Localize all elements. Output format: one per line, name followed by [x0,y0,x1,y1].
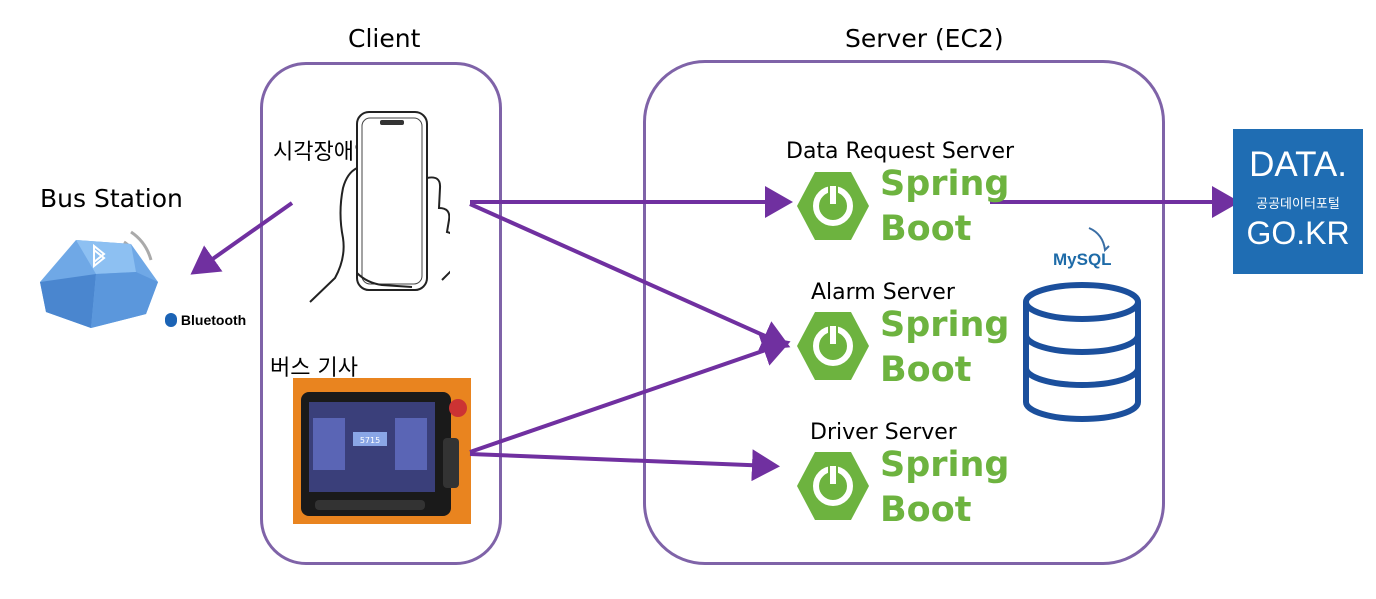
driver-server-label: Driver Server [810,420,957,445]
arrow-phone-to-alarm-server [469,202,791,351]
mysql-dolphin-icon [1088,227,1110,253]
client-group [260,62,502,565]
bus-station-title: Bus Station [40,184,183,213]
bluetooth-icon [165,313,177,327]
data-request-server-label: Data Request Server [786,139,1015,164]
bluetooth-brand: Bluetooth [165,312,246,328]
alarm-server-label: Alarm Server [811,280,955,305]
arrow-driver-to-alarm-server [469,335,791,454]
spring-boot-wordmark: Spring Boot [880,445,1010,530]
driver-label: 버스 기사 [270,356,358,381]
spring-boot-icon [797,452,869,520]
spring-boot-icon [797,312,869,380]
spring-boot-wordmark: Spring Boot [880,164,1010,249]
bluetooth-beacon-icon [40,230,158,328]
bus-terminal-device: 5715 [293,378,471,524]
arrow-phone-to-beacon [190,201,294,275]
database-icon [1023,282,1141,422]
server-group [643,60,1165,565]
spring-boot-icon [797,172,869,240]
mysql-logo: MySQL [1053,250,1112,269]
spring-boot-wordmark: Spring Boot [880,305,1010,390]
data-portal-logo: DATA. 공공데이터포털 GO.KR [1233,129,1363,274]
smartphone-hand-icon [309,111,450,303]
route-number: 5715 [360,436,380,445]
arrow-driver-to-driver-server [469,449,780,482]
server-title: Server (EC2) [845,24,1004,53]
client-title: Client [348,24,421,53]
